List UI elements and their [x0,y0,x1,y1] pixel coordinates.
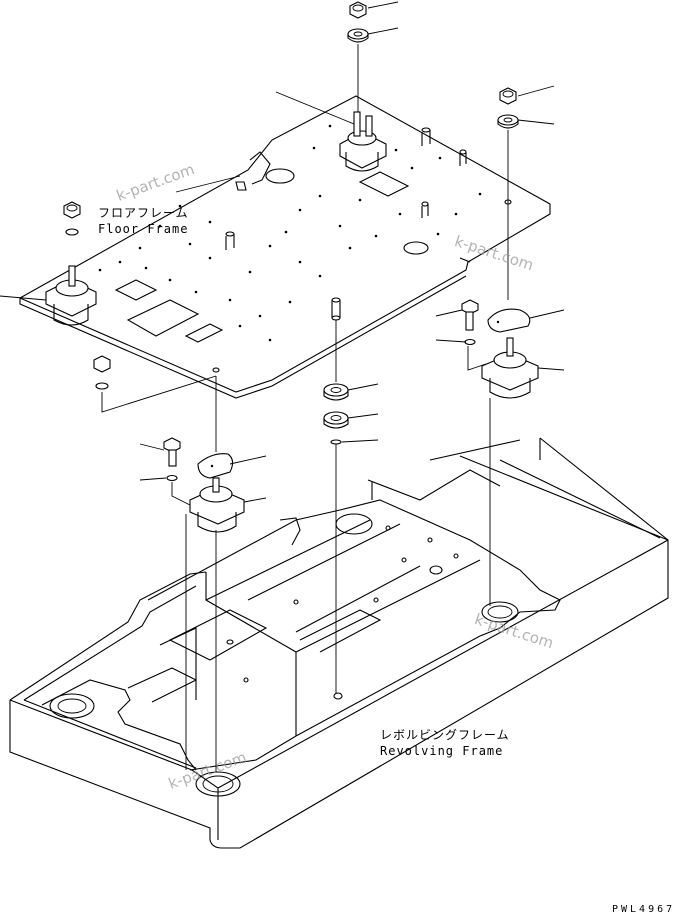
left-washer [65,228,79,236]
right-stopper-cap [487,308,531,333]
left-stopper-cap [197,453,234,479]
revolving-frame-label-en: Revolving Frame [380,744,504,758]
right-bolt [461,299,479,331]
revolving-frame-label-jp: レボルビングフレーム [380,728,510,742]
center-spacer [323,297,349,694]
right-bolt-washer [464,338,476,346]
top-rear-nut [349,1,367,19]
right-nut [499,87,517,105]
left-bolt-washer [166,474,178,482]
front-left-nut [93,355,111,373]
rear-mount-on-plate [339,111,387,172]
left-mount-on-plate [45,265,97,326]
top-rear-washer [347,28,369,43]
floor-frame-label-en: Floor Frame [98,222,189,236]
floor-frame [19,95,551,399]
revolving-frame [9,437,669,849]
plate-holes [98,124,482,342]
right-mount [481,337,539,399]
front-left-washer [95,382,109,390]
left-nut [63,201,81,219]
left-bolt [163,437,181,467]
floor-frame-label-jp: フロアフレーム [98,206,189,220]
left-mount [189,477,245,533]
drawing-code: PWL4967 [612,904,676,915]
leader-lines [0,1,565,503]
right-washer [497,114,519,129]
